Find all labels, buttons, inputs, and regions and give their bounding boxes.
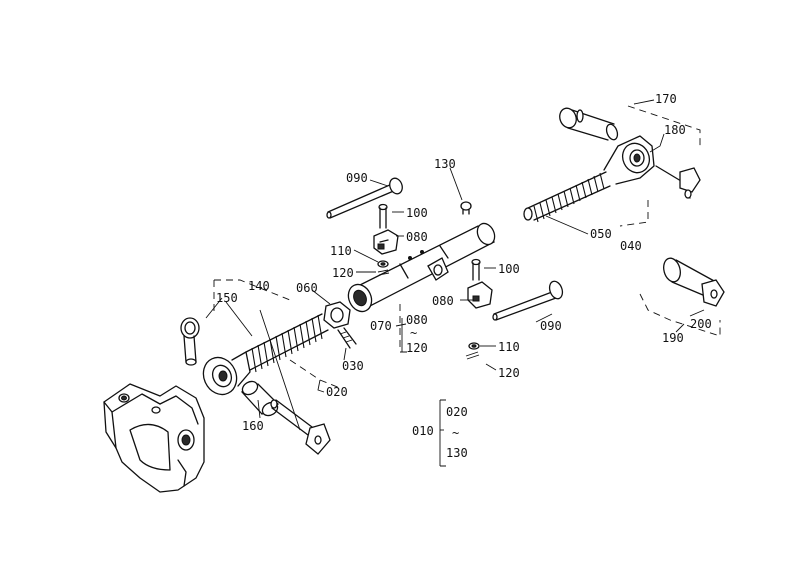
callout-tilde-b: ~: [452, 426, 459, 440]
callout-170: 170: [655, 92, 677, 106]
pin-090-top: [326, 177, 403, 219]
callout-080-mid: 080: [432, 294, 454, 308]
callout-060: 060: [296, 281, 318, 295]
callout-050: 050: [590, 227, 612, 241]
pin-140: [270, 399, 331, 455]
main-tube: [347, 222, 496, 313]
mounting-bracket: [103, 383, 205, 493]
callout-100-mid: 100: [498, 262, 520, 276]
callout-120-mid: 120: [498, 366, 520, 380]
callout-100-top: 100: [406, 206, 428, 220]
clamp-080-mid: [467, 281, 493, 309]
sleeve-160: [240, 380, 280, 417]
callout-020-left: 020: [326, 385, 348, 399]
callout-130: 130: [434, 157, 456, 171]
bolt-100-top: [378, 203, 388, 229]
callout-030: 030: [342, 359, 364, 373]
callout-labels: 170 180 130 090 100 080 110 120 050 040 …: [216, 92, 712, 460]
callout-010: 010: [412, 424, 434, 438]
callout-140: 140: [248, 279, 270, 293]
callout-090-top: 090: [346, 171, 368, 185]
left-threaded-rod: [245, 313, 329, 373]
callout-110-mid: 110: [498, 340, 520, 354]
tube-clamp: [427, 257, 449, 281]
callout-120-group: 120: [406, 341, 428, 355]
washer-110-mid: [468, 342, 480, 350]
right-rod-end: [603, 135, 655, 185]
callout-040: 040: [620, 239, 642, 253]
callout-130-range: 130: [446, 446, 468, 460]
lock-pin-180: [655, 165, 701, 199]
callout-090-mid: 090: [540, 319, 562, 333]
lock-200: [701, 279, 725, 307]
callout-080-top: 080: [406, 230, 428, 244]
callout-150: 150: [216, 291, 238, 305]
pin-120-top: [377, 269, 390, 276]
callout-190: 190: [662, 331, 684, 345]
callout-120-top: 120: [332, 266, 354, 280]
callout-080-group: 080: [406, 313, 428, 327]
grease-nipple: [460, 201, 472, 215]
hex-nut: [323, 301, 351, 329]
lock-pin-150: [180, 317, 200, 366]
callout-110-top: 110: [330, 244, 352, 258]
pin-top-right: [559, 107, 619, 141]
bolt-100-mid: [471, 258, 481, 281]
left-rod-end: [202, 351, 251, 396]
right-threaded-rod: [523, 171, 611, 223]
callout-200: 200: [690, 317, 712, 331]
callout-tilde-a: ~: [410, 326, 417, 340]
washer-110-top: [377, 260, 389, 268]
pin-120-mid: [465, 351, 480, 360]
callout-180: 180: [664, 123, 686, 137]
clamp-080-top: [373, 229, 399, 255]
callout-160: 160: [242, 419, 264, 433]
pin-090-mid: [492, 280, 564, 321]
callout-070: 070: [370, 319, 392, 333]
leader-lines: [205, 99, 705, 467]
callout-020-range: 020: [446, 405, 468, 419]
spring-pin-030: [337, 327, 357, 349]
